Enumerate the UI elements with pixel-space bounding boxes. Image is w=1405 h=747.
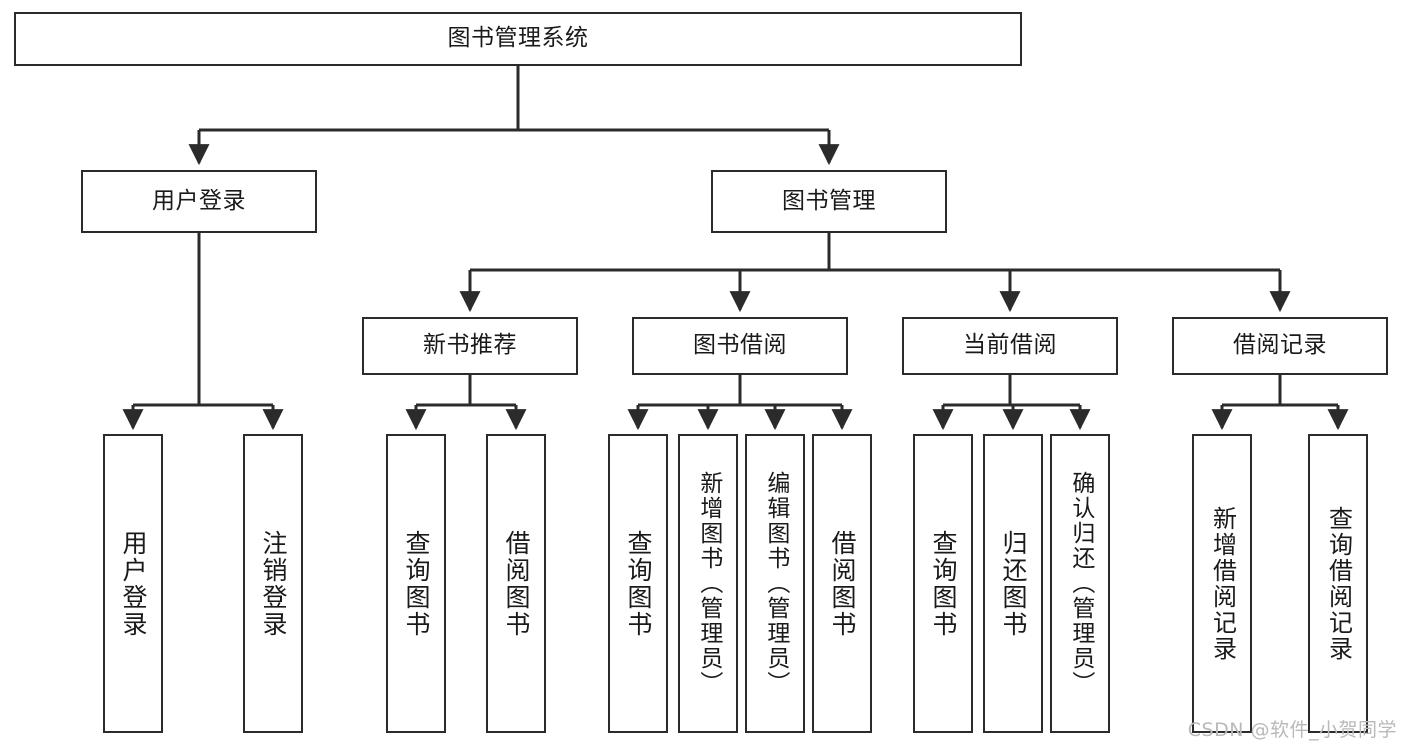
node-borrow-records[interactable]: 借阅记录	[1172, 317, 1388, 375]
leaf-new-book-borrow-label: 借阅图书	[502, 529, 531, 638]
leaf-new-book-query-label: 查询图书	[402, 529, 431, 638]
leaf-borrow-record-query[interactable]: 查询借阅记录	[1308, 434, 1368, 733]
leaf-borrow-record-query-label: 查询借阅记录	[1324, 505, 1353, 662]
leaf-current-borrow-return[interactable]: 归还图书	[983, 434, 1043, 733]
leaf-user-login-login[interactable]: 用户登录	[103, 434, 163, 733]
node-new-book-recommend-label: 新书推荐	[423, 332, 517, 359]
leaf-book-borrow-borrow[interactable]: 借阅图书	[812, 434, 872, 733]
node-root-label: 图书管理系统	[447, 25, 589, 52]
leaf-user-login-login-label: 用户登录	[119, 529, 148, 638]
node-book-management-label: 图书管理	[782, 187, 876, 214]
leaf-book-borrow-query[interactable]: 查询图书	[608, 434, 668, 733]
node-new-book-recommend[interactable]: 新书推荐	[362, 317, 578, 375]
leaf-new-book-borrow[interactable]: 借阅图书	[486, 434, 546, 733]
leaf-current-borrow-return-label: 归还图书	[999, 529, 1028, 638]
leaf-current-borrow-query[interactable]: 查询图书	[913, 434, 973, 733]
node-current-borrow-label: 当前借阅	[963, 332, 1057, 359]
node-book-borrow[interactable]: 图书借阅	[632, 317, 848, 375]
leaf-book-borrow-borrow-label: 借阅图书	[828, 529, 857, 638]
node-current-borrow[interactable]: 当前借阅	[902, 317, 1118, 375]
leaf-borrow-record-add[interactable]: 新增借阅记录	[1192, 434, 1252, 733]
leaf-user-login-logout-label: 注销登录	[259, 529, 288, 638]
node-book-borrow-label: 图书借阅	[693, 332, 787, 359]
leaf-book-borrow-edit-label: 编辑图书（管理员）	[762, 471, 789, 696]
node-borrow-records-label: 借阅记录	[1233, 332, 1327, 359]
leaf-new-book-query[interactable]: 查询图书	[386, 434, 446, 733]
leaf-borrow-record-add-label: 新增借阅记录	[1208, 505, 1237, 662]
leaf-book-borrow-query-label: 查询图书	[624, 529, 653, 638]
node-book-management[interactable]: 图书管理	[711, 170, 947, 233]
leaf-current-borrow-query-label: 查询图书	[929, 529, 958, 638]
leaf-book-borrow-add[interactable]: 新增图书（管理员）	[678, 434, 738, 733]
leaf-book-borrow-edit[interactable]: 编辑图书（管理员）	[745, 434, 805, 733]
node-root[interactable]: 图书管理系统	[14, 12, 1022, 66]
leaf-book-borrow-add-label: 新增图书（管理员）	[695, 471, 722, 696]
leaf-current-borrow-confirm-label: 确认归还（管理员）	[1067, 471, 1094, 696]
leaf-user-login-logout[interactable]: 注销登录	[243, 434, 303, 733]
leaf-current-borrow-confirm[interactable]: 确认归还（管理员）	[1050, 434, 1110, 733]
node-user-login[interactable]: 用户登录	[81, 170, 317, 233]
node-user-login-label: 用户登录	[152, 187, 246, 214]
